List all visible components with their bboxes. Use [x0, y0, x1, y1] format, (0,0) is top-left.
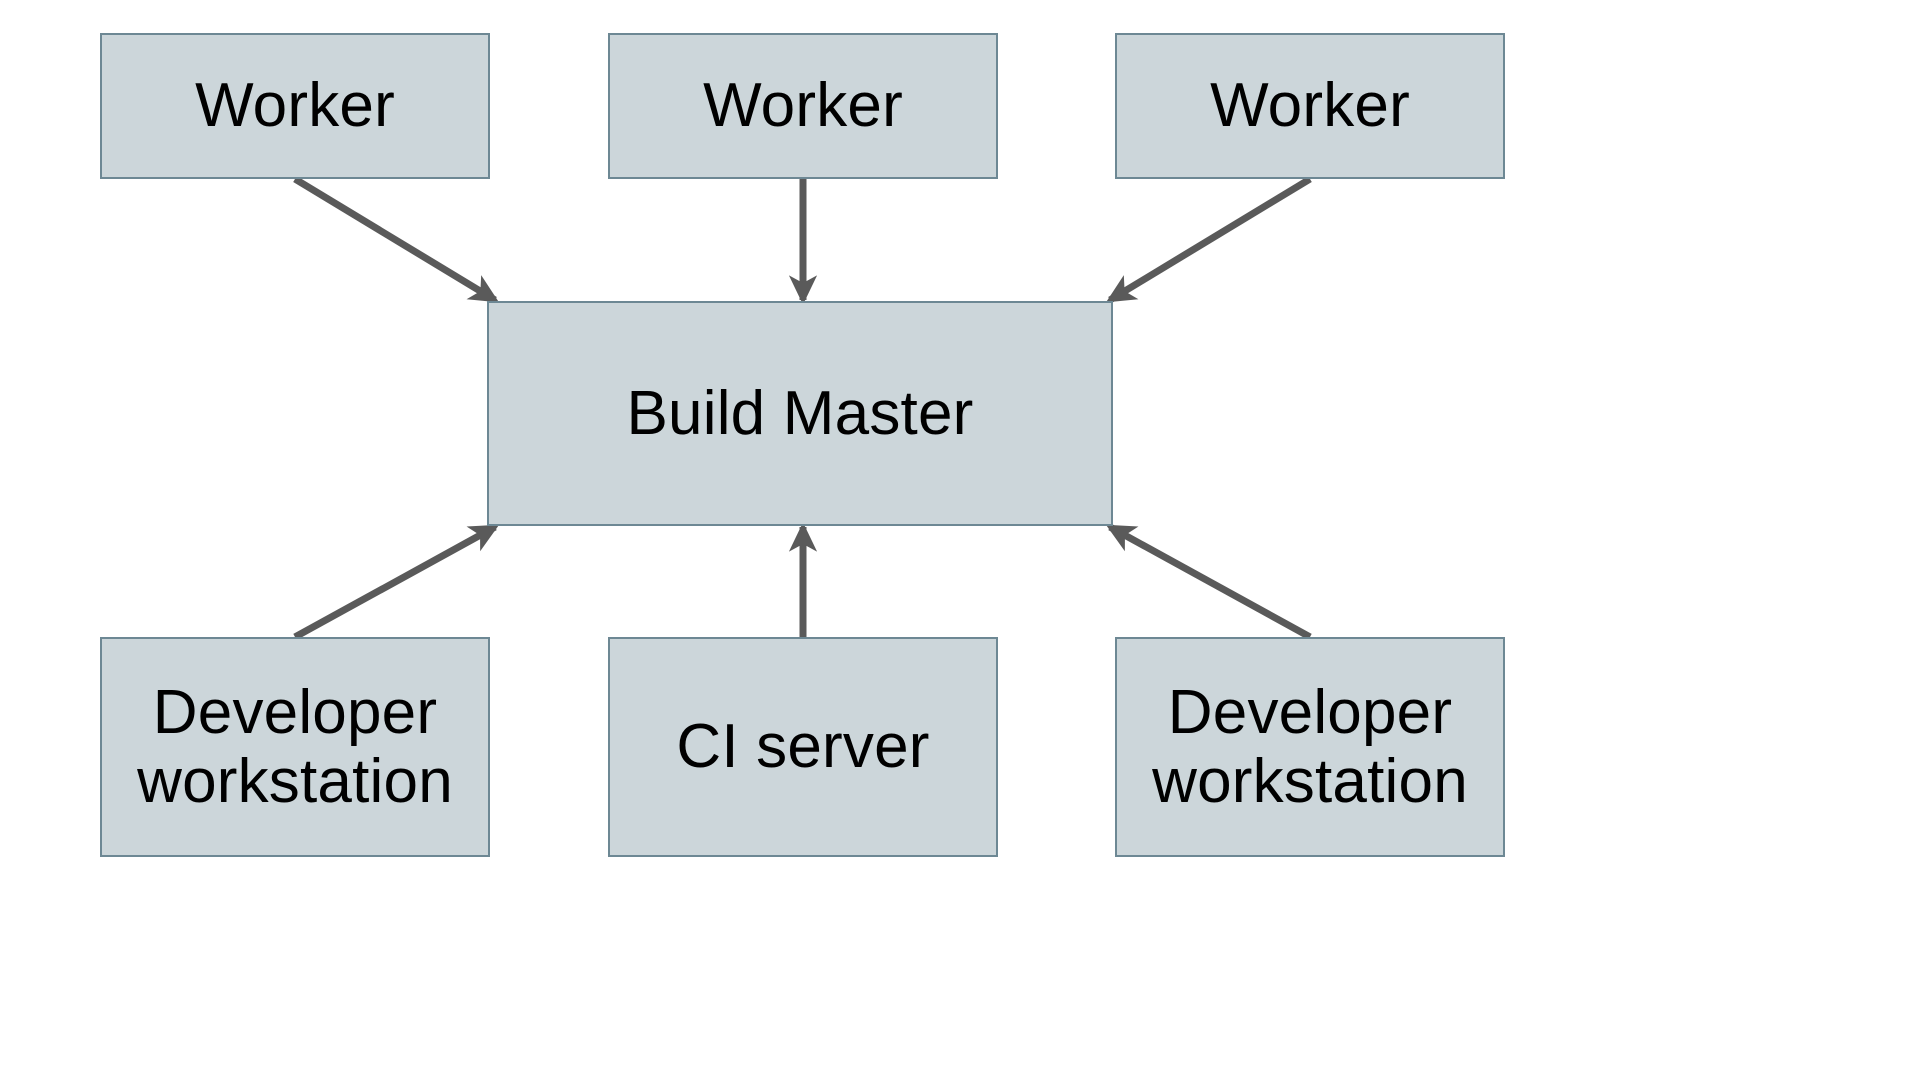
node-developer-workstation-1[interactable]: Developer workstation	[100, 637, 490, 857]
node-developer-workstation-2[interactable]: Developer workstation	[1115, 637, 1505, 857]
arrow-dev2-to-master	[1105, 523, 1312, 641]
node-worker-1[interactable]: Worker	[100, 33, 490, 179]
arrow-dev1-to-master	[293, 523, 500, 641]
node-ci-server[interactable]: CI server	[608, 637, 998, 857]
arrow-worker1-to-master	[293, 176, 500, 303]
node-worker-3[interactable]: Worker	[1115, 33, 1505, 179]
arrow-worker3-to-master	[1105, 176, 1312, 303]
node-build-master[interactable]: Build Master	[487, 301, 1113, 526]
node-worker-2[interactable]: Worker	[608, 33, 998, 179]
